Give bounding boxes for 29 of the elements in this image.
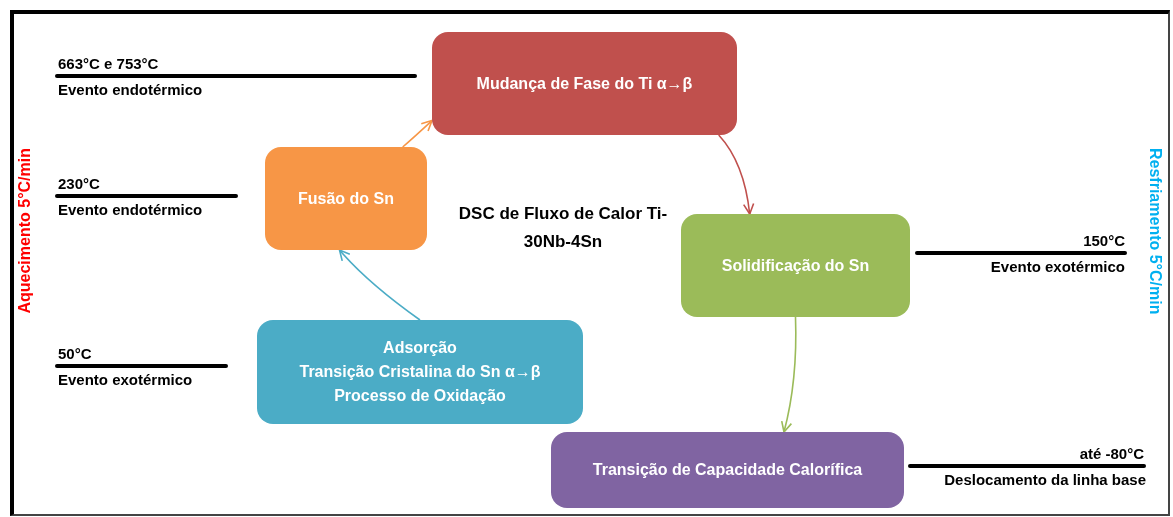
event-label: Evento endotérmico — [57, 201, 204, 218]
box-text: Fusão do Sn — [298, 188, 394, 209]
box-text: Transição de Capacidade Calorífica — [592, 460, 863, 480]
arrow — [717, 134, 755, 215]
box-text: Solidificação do Sn — [721, 255, 870, 276]
temperature-label: 663°C e 753°C — [57, 55, 160, 72]
process-box — [432, 32, 737, 135]
temperature-label: 150°C — [1082, 232, 1126, 249]
axis-caption: Resfriamento 5°C/min — [1146, 148, 1164, 315]
temperature-label: 230°C — [57, 175, 101, 192]
event-label: Evento exotérmico — [989, 258, 1126, 275]
axis-caption: Aquecimento 5°C/min — [16, 148, 34, 314]
temperature-label: 50°C — [57, 345, 93, 362]
process-box — [551, 432, 904, 508]
event-label: Evento exotérmico — [57, 371, 194, 388]
box-text: Processo de Oxidação — [334, 386, 506, 406]
box-text: Transição Cristalina do Sn α→β — [299, 362, 541, 382]
arrow — [338, 249, 421, 321]
event-label: Evento endotérmico — [57, 81, 204, 98]
arrow — [780, 316, 797, 433]
box-text: Mudança de Fase do Ti α→β — [476, 73, 693, 94]
process-box — [265, 147, 427, 250]
event-label: Deslocamento da linha base — [944, 471, 1146, 488]
process-box — [681, 214, 910, 317]
temperature-label: até -80°C — [1078, 445, 1145, 462]
arrow — [401, 119, 433, 148]
box-text: Adsorção — [383, 338, 457, 358]
diagram-title: DSC de Fluxo de Calor Ti-30Nb-4Sn — [457, 203, 669, 253]
process-box — [257, 320, 583, 424]
